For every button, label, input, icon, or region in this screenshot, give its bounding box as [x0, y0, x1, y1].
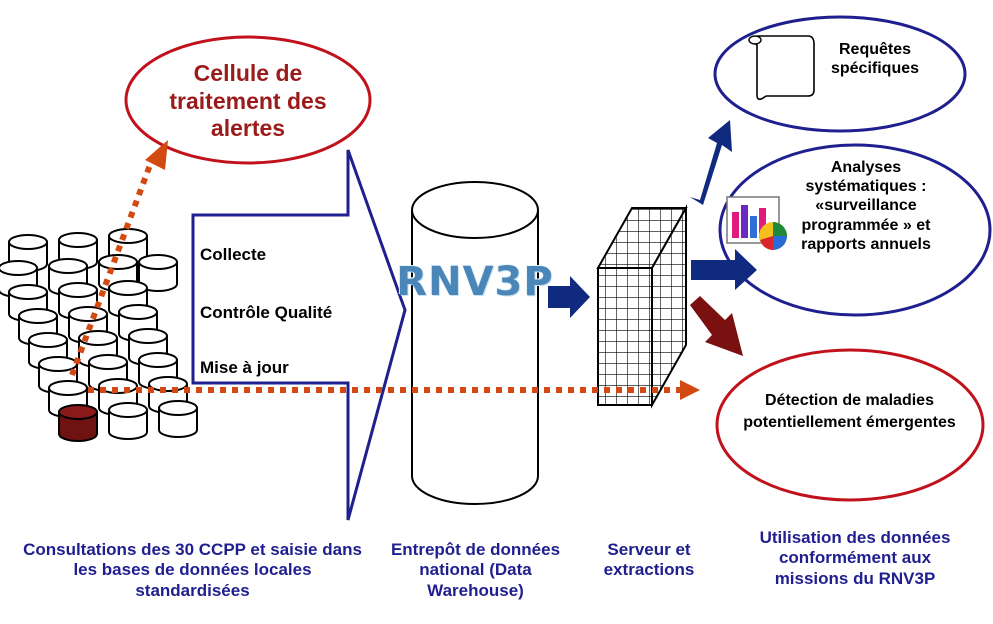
caption-utilisation: Utilisation des données conformément aux… [759, 528, 951, 588]
caption-entrepot: Entrepôt de données national (Data Wareh… [390, 540, 561, 600]
local-database [108, 402, 148, 440]
process-arrow-block [191, 149, 407, 521]
rnv3p-logo: RNV3P [396, 259, 554, 305]
step-mise-a-jour: Mise à jour [200, 358, 289, 377]
server-to-analyses-arrow [691, 249, 757, 290]
caption-consultations: Consultations des 30 CCPP et saisie dans… [23, 540, 362, 600]
detection-label: Détection de maladies potentiellement ém… [743, 392, 956, 431]
local-database [158, 400, 198, 438]
requetes-label: Requêtes spécifiques [830, 41, 920, 78]
server-to-requetes-arrow [690, 120, 732, 205]
step-collecte: Collecte [200, 245, 267, 264]
alert-cell-text: Cellule de traitement des alertes [169, 60, 327, 142]
server-to-detection-arrow [690, 296, 743, 356]
dotted-arrow-up [69, 163, 153, 377]
local-databases [0, 228, 198, 442]
warehouse-to-server-arrow [548, 276, 590, 318]
alert-cell-label: Cellule de traitement des alertes [158, 60, 338, 143]
alert-cell-ellipse [124, 35, 372, 165]
detection-ellipse [715, 348, 985, 502]
analyses-ellipse [718, 143, 992, 317]
warehouse-cylinder [411, 181, 539, 505]
step-controle-qualite: Contrôle Qualité [200, 303, 333, 322]
caption-serveur: Serveur et extractions [603, 540, 695, 580]
server-grid [596, 204, 688, 409]
chart-icon [726, 196, 787, 250]
local-database-highlight [58, 404, 98, 442]
dotted-arrow-up-head [145, 140, 168, 170]
dotted-arrow-horizontal-head [680, 380, 700, 400]
local-database [138, 254, 178, 292]
scroll-document-icon [748, 35, 815, 101]
analyses-label: Analyses systématiques : «surveillance p… [801, 159, 931, 253]
